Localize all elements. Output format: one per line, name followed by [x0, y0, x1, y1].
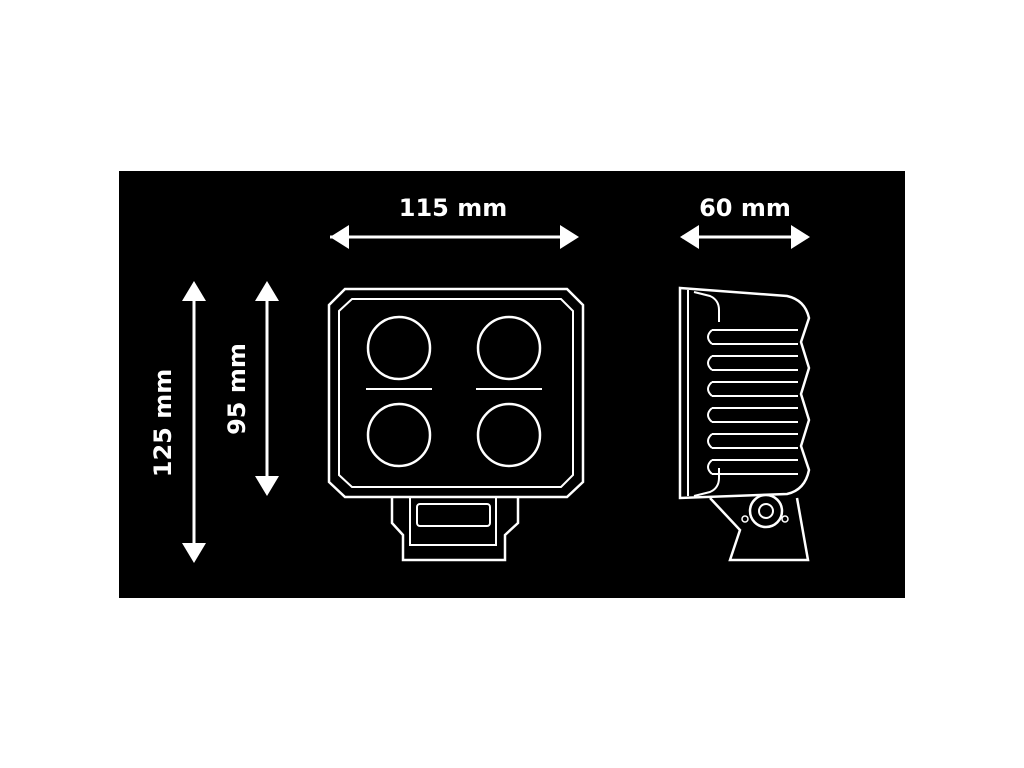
led-bottom-right: [476, 402, 542, 468]
width-arrow-left: [330, 225, 349, 249]
side-housing: [678, 286, 811, 500]
depth-arrow-right: [791, 225, 810, 249]
side-view-lamp: [678, 286, 811, 562]
housing-height-arrow-bottom: [255, 476, 279, 496]
depth-dimension: 60 mm: [680, 194, 810, 249]
side-top-lip: [693, 291, 720, 322]
side-fin-1: [707, 329, 798, 345]
total-height-label: 125 mm: [149, 369, 177, 477]
side-bracket-bolt-outer: [748, 493, 784, 529]
led-bottom-left: [366, 402, 432, 468]
side-fin-5: [707, 433, 798, 449]
front-bracket-slot: [416, 503, 491, 527]
width-arrow-right: [560, 225, 579, 249]
led-top-left: [366, 315, 432, 381]
front-bracket-inner: [409, 497, 497, 546]
side-bracket-screw-left: [741, 515, 749, 523]
side-fin-4: [707, 407, 798, 423]
width-dimension: 115 mm: [330, 194, 579, 249]
width-label: 115 mm: [399, 194, 507, 222]
side-bracket: [709, 497, 810, 562]
side-fin-3: [707, 381, 798, 397]
housing-height-arrow-top: [255, 281, 279, 301]
housing-height-dimension: 95 mm: [223, 281, 279, 496]
led-top-right: [476, 315, 542, 381]
side-bracket-bolt-inner: [758, 503, 774, 519]
side-fin-6: [707, 459, 798, 475]
side-bottom-lip: [693, 468, 720, 497]
diagram-panel: [119, 171, 905, 598]
total-height-arrow-top: [182, 281, 206, 301]
front-view-lamp: [327, 287, 585, 562]
front-housing-outer: [327, 287, 585, 499]
side-fin-2: [707, 355, 798, 371]
front-lens-frame: [338, 298, 574, 488]
side-bracket-screw-right: [781, 515, 789, 523]
front-bracket: [390, 497, 520, 562]
housing-height-label: 95 mm: [223, 343, 251, 435]
depth-label: 60 mm: [699, 194, 791, 222]
total-height-dimension: 125 mm: [149, 281, 206, 563]
total-height-arrow-bottom: [182, 543, 206, 563]
depth-arrow-left: [680, 225, 699, 249]
